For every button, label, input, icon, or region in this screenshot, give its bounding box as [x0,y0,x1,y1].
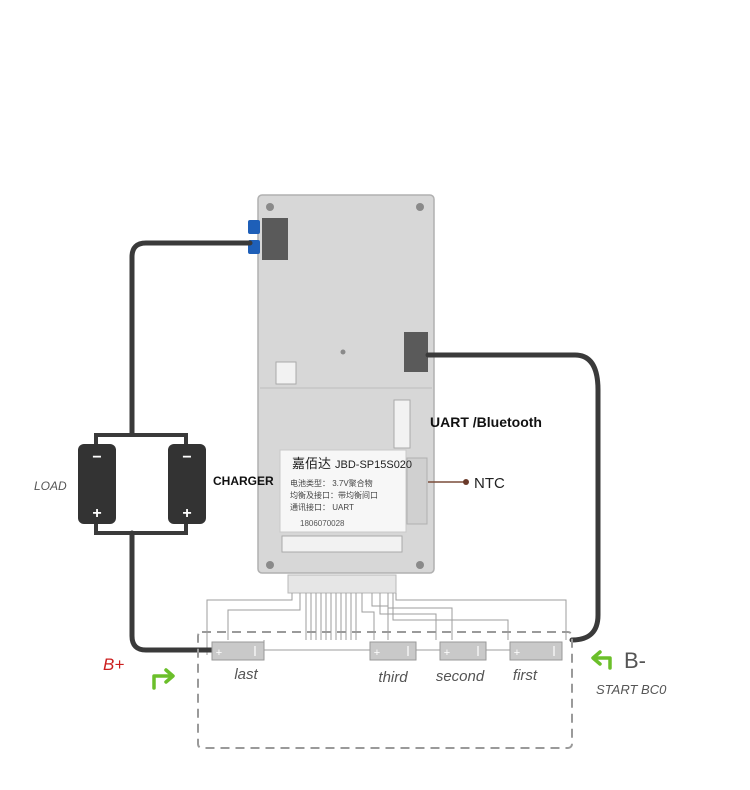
charger-battery [168,444,206,524]
arrow-b-plus-icon [152,668,175,690]
cell-second-plus-icon: + [444,647,450,659]
battery-pack-outline [197,631,573,749]
center-dot [340,349,346,355]
terminal-top-left [262,218,288,260]
balance-plug [287,574,397,594]
board-model: JBD-SP15S020 [335,459,412,471]
main-wires [129,240,601,653]
cell-second [439,641,487,661]
load-plus-icon: + [92,505,101,522]
charger-label: CHARGER [213,474,274,488]
uart-connector [393,399,411,449]
cell-third [369,641,417,661]
ntc-box [406,457,428,525]
cell-third-plus-icon: + [374,647,380,659]
wire-b-plus [129,530,217,653]
cell-label-third: third [378,669,408,686]
bms-board [248,194,435,594]
mount-hole-br [416,561,424,569]
cells [211,641,563,661]
sticker-line-1: 电池类型： 3.7V聚合物 [290,478,373,488]
b-plus-label: B+ [103,655,124,674]
charger-minus-icon: − [182,449,191,466]
connector-left [275,361,297,385]
blue-cap-1 [248,220,260,234]
cell-first-plus-icon: + [514,647,520,659]
mount-hole-tr [416,203,424,211]
cell-last [211,641,265,661]
sticker-line-2: 均衡及接口：带均衡间口 [290,490,378,500]
wire-p-minus [129,240,253,436]
load-minus-icon: − [92,449,101,466]
cell-last-plus-icon: + [216,647,222,659]
arrow-start-icon [591,650,612,670]
terminal-right [404,332,428,372]
sticker-serial: 1806070028 [300,519,345,528]
ntc-dot [463,479,469,485]
board-chinese-title: 嘉佰达 [292,456,331,471]
uart-bluetooth-label: UART /Bluetooth [430,414,542,430]
sticker-line-3: 通讯接口： UART [290,502,354,512]
cell-first [509,641,563,661]
ntc-label: NTC [474,475,505,492]
parallel-wires [94,433,188,535]
b-minus-label: B- [624,648,646,673]
wire-b-minus [425,352,601,643]
cell-label-last: last [234,666,258,683]
cell-label-first: first [513,667,538,684]
start-label: START BC0 [596,682,667,697]
load-label: LOAD [34,479,67,493]
load-battery [78,444,116,524]
sticker [279,449,407,533]
cell-minus-marks [254,646,555,656]
mount-hole-bl [266,561,274,569]
balance-connector [281,535,403,553]
cell-label-second: second [436,668,485,685]
mount-hole-tl [266,203,274,211]
charger-plus-icon: + [182,505,191,522]
